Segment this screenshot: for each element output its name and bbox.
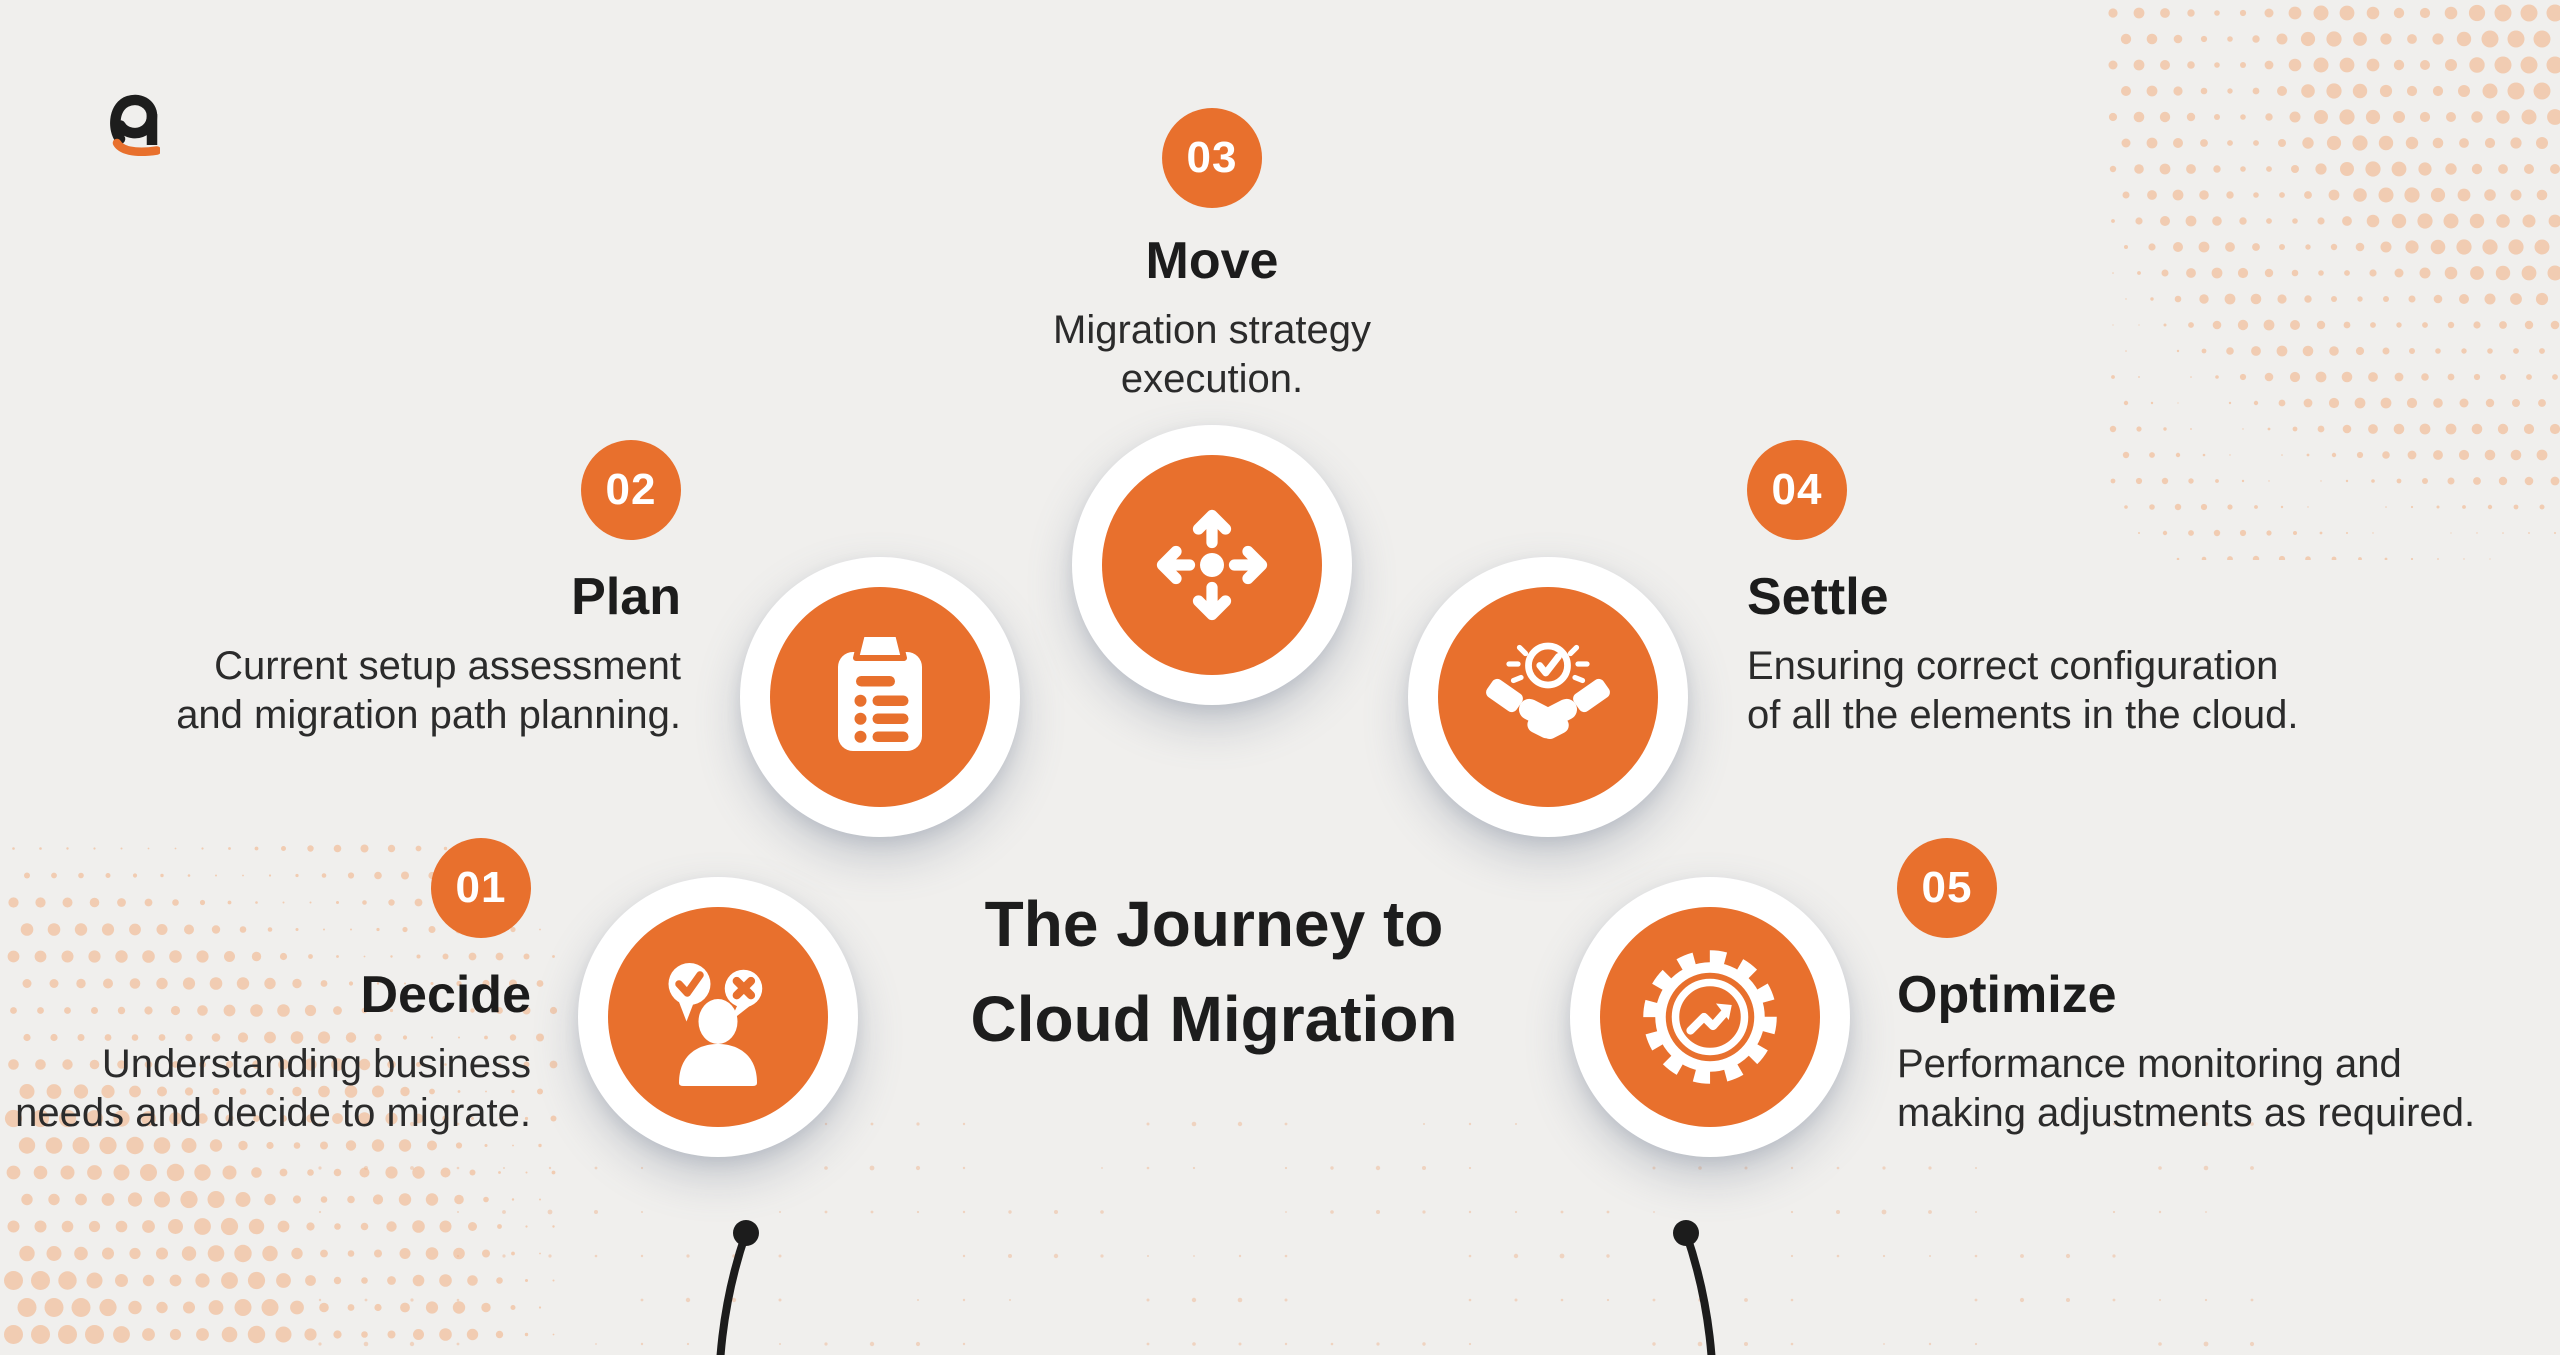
decision-person-icon	[668, 963, 763, 1086]
arc-end-dot-left	[733, 1220, 759, 1246]
step-title: Plan	[571, 568, 681, 626]
step-number-badge: 01	[431, 838, 531, 938]
step-block-plan: 02 Plan Current setup assessment and mig…	[176, 440, 681, 741]
step-number-badge: 03	[1161, 108, 1262, 208]
handshake-check-icon	[1486, 642, 1610, 739]
logo-orange-swoosh	[112, 138, 160, 157]
step-title: Decide	[360, 966, 531, 1024]
step-description: Performance monitoring and making adjust…	[1897, 1040, 2475, 1139]
step-description-line: making adjustments as required.	[1897, 1091, 2476, 1136]
step-circle-settle	[1408, 557, 1688, 837]
step-circle-plan	[740, 557, 1020, 837]
step-disc	[1438, 587, 1658, 807]
step-number-badge: 05	[1897, 838, 1997, 938]
step-block-optimize: 05 Optimize Performance monitoring and m…	[1897, 838, 2475, 1139]
step-title: Settle	[1747, 568, 1889, 626]
title-line-1: The Journey to	[984, 888, 1444, 960]
step-block-move: 03 Move Migration strategy execution.	[1053, 108, 1371, 405]
step-disc	[770, 587, 990, 807]
infographic-title: The Journey to Cloud Migration	[970, 877, 1457, 1066]
move-arrows-icon	[1156, 509, 1268, 621]
step-block-decide: 01 Decide Understanding business needs a…	[15, 838, 531, 1139]
step-description-line: Ensuring correct configuration	[1747, 643, 2279, 688]
step-description-line: Performance monitoring and	[1897, 1041, 2402, 1086]
step-disc	[608, 907, 828, 1127]
gear-growth-icon	[1643, 950, 1777, 1084]
step-number-badge: 02	[581, 440, 681, 540]
step-description-line: of all the elements in the cloud.	[1747, 693, 2299, 738]
step-description-line: Migration strategy	[1053, 307, 1371, 352]
brand-logo-icon	[110, 94, 160, 157]
step-description: Current setup assessment and migration p…	[176, 642, 681, 741]
step-description-line: needs and decide to migrate.	[15, 1091, 531, 1136]
title-line-2: Cloud Migration	[970, 982, 1458, 1055]
step-circle-move	[1072, 425, 1352, 705]
step-description-line: Current setup assessment	[214, 643, 681, 688]
arc-line	[716, 1231, 1716, 1355]
step-description: Migration strategy execution.	[1053, 306, 1371, 405]
step-description-line: Understanding business	[101, 1041, 531, 1086]
step-description: Understanding business needs and decide …	[15, 1040, 531, 1139]
step-block-settle: 04 Settle Ensuring correct configuration…	[1747, 440, 2298, 741]
step-title: Optimize	[1897, 966, 2117, 1024]
step-description-line: execution.	[1120, 357, 1304, 402]
arc-end-dot-right	[1673, 1220, 1699, 1246]
step-circle-decide	[578, 877, 858, 1157]
step-circle-optimize	[1570, 877, 1850, 1157]
step-title: Move	[1145, 232, 1279, 290]
step-description-line: and migration path planning.	[176, 693, 681, 738]
step-description: Ensuring correct configuration of all th…	[1747, 642, 2298, 741]
step-disc	[1600, 907, 1820, 1127]
checklist-clipboard-icon	[838, 631, 922, 751]
step-number-badge: 04	[1747, 440, 1847, 540]
step-disc	[1102, 455, 1322, 675]
